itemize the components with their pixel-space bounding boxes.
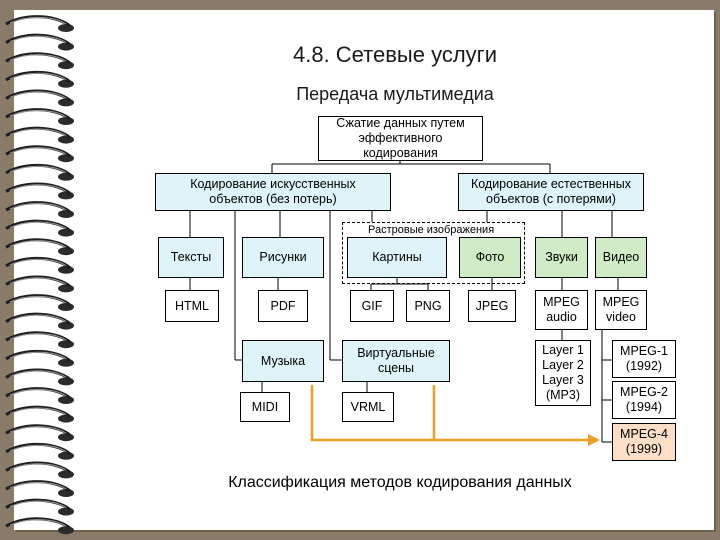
spiral-wire: [5, 405, 71, 418]
spiral-wire: [5, 442, 71, 456]
mpeg-video-box: MPEG video: [595, 290, 647, 330]
mpeg-layers-box: Layer 1 Layer 2 Layer 3 (MP3): [535, 340, 591, 406]
spiral-wire: [5, 424, 71, 437]
spiral-wire-highlight: [9, 314, 67, 323]
spiral-wire-highlight: [9, 17, 67, 25]
pdf-box: PDF: [258, 290, 308, 322]
spiral-wire: [5, 108, 71, 121]
spiral-wire: [5, 145, 71, 158]
spiral-wire-highlight: [9, 333, 67, 341]
mpeg1-box: MPEG-1 (1992): [612, 340, 676, 378]
artificial-objects-box: Кодирование искусственных объектов (без …: [155, 173, 391, 211]
spiral-wire: [5, 517, 71, 530]
spiral-wire: [5, 480, 71, 493]
jpeg-box: JPEG: [468, 290, 516, 322]
spiral-wire: [5, 238, 71, 251]
spiral-wire-highlight: [9, 482, 67, 490]
spiral-wire: [5, 219, 71, 232]
spiral-wire: [5, 349, 71, 363]
spiral-wire: [5, 256, 71, 270]
spiral-wire-highlight: [9, 370, 67, 378]
spiral-wire: [5, 15, 71, 28]
spiral-wire: [5, 33, 71, 46]
virtual-scenes-box: Виртуальные сцены: [342, 340, 450, 382]
mpeg2-box: MPEG-2 (1994): [612, 381, 676, 419]
sounds-box: Звуки: [535, 237, 588, 278]
raster-images-label: Растровые изображения: [368, 224, 495, 236]
spiral-wire: [5, 182, 71, 195]
spiral-wire: [5, 70, 71, 84]
drawings-box: Рисунки: [242, 237, 324, 278]
vrml-box: VRML: [342, 392, 394, 422]
spiral-wire: [5, 331, 71, 344]
raster-images-group: [342, 222, 525, 284]
photo-box: Фото: [459, 237, 521, 278]
midi-box: MIDI: [240, 392, 290, 422]
spiral-wire-highlight: [9, 91, 67, 99]
figure-caption: Классификация методов кодирования данных: [228, 474, 572, 491]
spiral-wire-highlight: [9, 184, 67, 192]
spiral-wire: [5, 498, 71, 511]
spiral-wire: [5, 163, 71, 177]
spiral-wire: [5, 126, 71, 139]
spiral-wire-highlight: [9, 351, 67, 360]
spiral-wire-highlight: [9, 296, 67, 304]
spiral-wire-highlight: [9, 240, 67, 248]
spiral-wire-highlight: [9, 203, 67, 211]
spiral-wire-highlight: [9, 110, 67, 118]
spiral-wire-highlight: [9, 221, 67, 230]
pictures-box: Картины: [347, 237, 447, 278]
texts-box: Тексты: [158, 237, 224, 278]
spiral-wire-highlight: [9, 519, 67, 527]
spiral-wire-highlight: [9, 407, 67, 416]
spiral-wire: [5, 461, 71, 474]
spiral-wire-highlight: [9, 277, 67, 285]
html-box: HTML: [165, 290, 219, 322]
spiral-wire-highlight: [9, 165, 67, 174]
spiral-wire-highlight: [9, 444, 67, 453]
spiral-wire: [5, 387, 71, 400]
spiral-wire: [5, 52, 71, 65]
spiral-wire: [5, 368, 71, 381]
spiral-binding: [5, 15, 74, 535]
spiral-wire-highlight: [9, 389, 67, 397]
spiral-wire-highlight: [9, 500, 67, 509]
spiral-wire: [5, 275, 71, 288]
root-box: Сжатие данных путем эффективного кодиров…: [318, 116, 483, 161]
spiral-wire: [5, 201, 71, 214]
spiral-wire-highlight: [9, 147, 67, 155]
spiral-wire-highlight: [9, 72, 67, 81]
spiral-wire: [5, 294, 71, 307]
natural-objects-box: Кодирование естественных объектов (с пот…: [458, 173, 644, 211]
spiral-wire-highlight: [9, 463, 67, 471]
spiral-wire-highlight: [9, 258, 67, 267]
mpeg4-box: MPEG-4 (1999): [612, 423, 676, 461]
spiral-wire: [5, 312, 71, 325]
page-title: 4.8. Сетевые услуги: [292, 42, 497, 67]
spiral-wire-highlight: [9, 54, 67, 62]
mpeg-audio-box: MPEG audio: [535, 290, 588, 330]
video-box: Видео: [595, 237, 647, 278]
music-box: Музыка: [242, 340, 324, 382]
spiral-wire-highlight: [9, 128, 67, 137]
spiral-wire: [5, 89, 71, 102]
spiral-wire-highlight: [9, 35, 67, 44]
gif-box: GIF: [350, 290, 394, 322]
spiral-wire-highlight: [9, 426, 67, 434]
png-box: PNG: [406, 290, 450, 322]
page-subtitle: Передача мультимедиа: [296, 84, 494, 104]
